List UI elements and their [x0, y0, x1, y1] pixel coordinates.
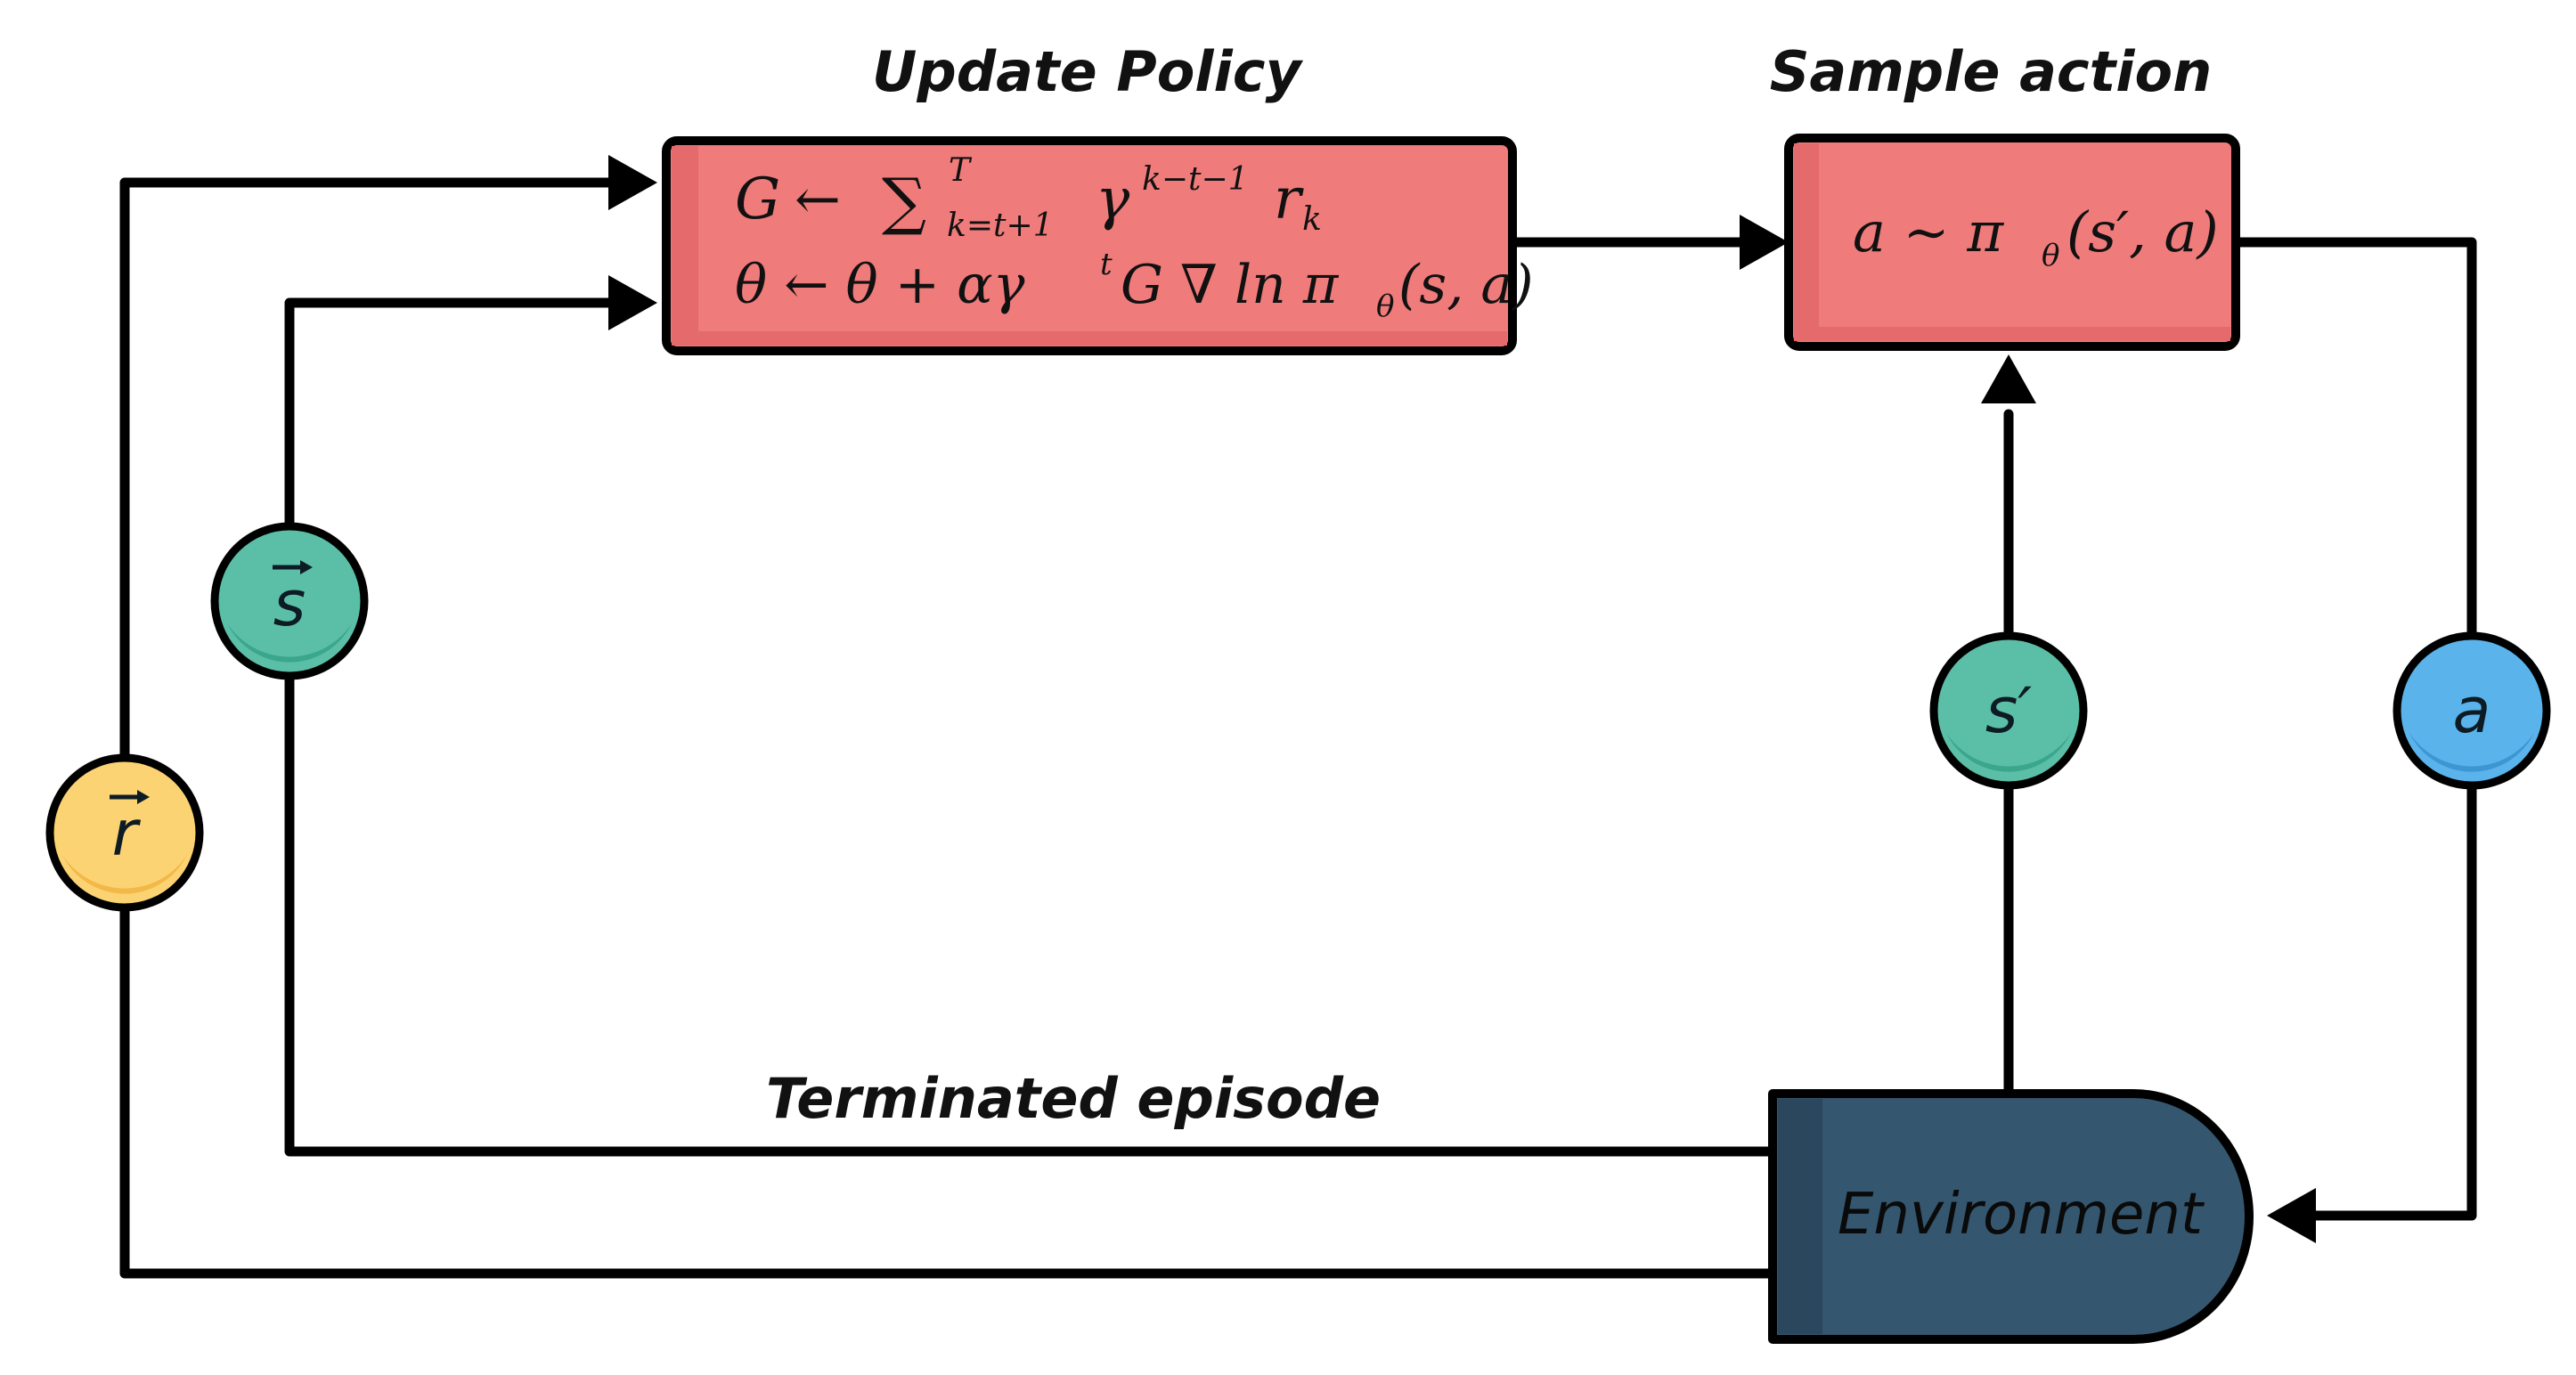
action-node: a: [2393, 631, 2551, 790]
vector-arrow-icon: [110, 790, 150, 804]
environment-label: Environment: [1838, 1182, 2205, 1248]
arrowhead-action: [2267, 1188, 2316, 1243]
reward-term: r: [1274, 167, 1304, 232]
gamma-symbol: γ: [1096, 167, 1130, 232]
vector-arrow-icon: [273, 560, 313, 574]
theta-update-exp: t: [1100, 247, 1113, 282]
state-node-label: s: [273, 567, 306, 640]
theta-update-part3: (s, a): [1398, 254, 1534, 316]
next-state-node-label: s′: [1985, 674, 2032, 747]
theta-update-sub: θ: [1376, 289, 1394, 324]
sum-lower: k=t+1: [947, 207, 1054, 244]
svg-text:G: G: [735, 167, 780, 232]
arrowhead-sample: [1740, 215, 1789, 270]
environment-block: Environment: [1768, 1089, 2254, 1344]
reward-node-label: r: [112, 797, 142, 870]
next-state-node: s′: [1929, 631, 2088, 790]
state-node: s: [210, 522, 369, 680]
reward-subscript: k: [1302, 201, 1322, 238]
update-policy-box: G ← ∑ T k=t+1 γ k−t−1 r k θ ← θ + αγ t G…: [662, 136, 1534, 355]
assign-arrow-1: ←: [795, 167, 841, 232]
gamma-exponent: k−t−1: [1142, 161, 1249, 198]
state-connector: [284, 297, 1778, 1157]
terminated-episode-label: Terminated episode: [766, 1066, 1381, 1131]
arrowhead-next-state: [1981, 354, 2036, 403]
theta-update-part1: θ ← θ + αγ: [735, 254, 1025, 316]
action-node-label: a: [2453, 674, 2491, 747]
sum-upper: T: [949, 152, 973, 189]
sample-action-title: Sample action: [1770, 39, 2213, 104]
update-policy-title: Update Policy: [872, 39, 1304, 104]
arrowhead-state: [608, 275, 657, 330]
theta-update-part2: G ∇ ln π: [1121, 254, 1340, 316]
sum-symbol: ∑: [882, 165, 926, 238]
action-sample-lhs: a ∼ π: [1853, 199, 2004, 264]
arrowhead-reward: [608, 155, 657, 210]
reward-node: r: [45, 753, 204, 912]
action-sample-rhs: (s′, a): [2067, 199, 2219, 264]
action-sample-sub: θ: [2042, 238, 2059, 273]
sample-action-box: a ∼ π θ (s′, a): [1784, 134, 2240, 351]
reward-connector: [119, 177, 1778, 1279]
return-symbol: G: [735, 167, 780, 232]
